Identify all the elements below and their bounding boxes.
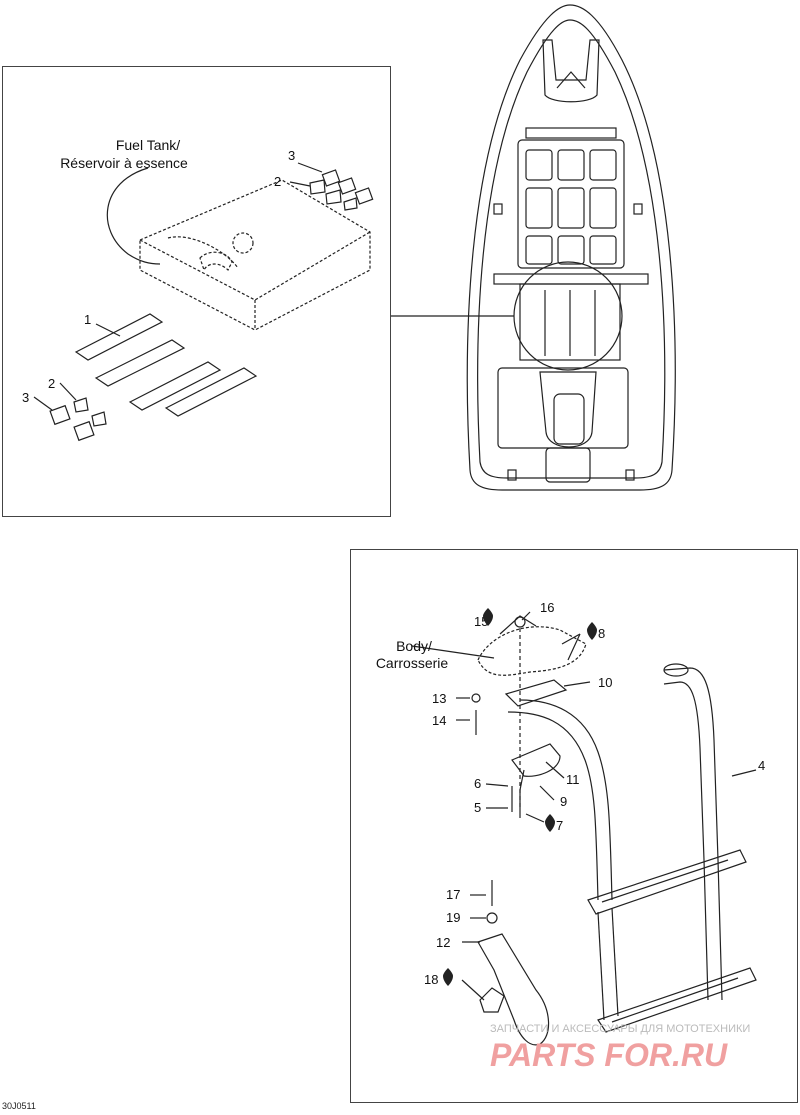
body-label-fr: Carrosserie (376, 655, 449, 671)
fasteners-top (33, 162, 374, 442)
callout-17: 17 (446, 887, 460, 902)
fuel-tank (139, 179, 371, 331)
callout-14: 14 (432, 713, 446, 728)
watermark-logo: PARTS FOR.RU (490, 1037, 728, 1073)
callout-2: 2 (48, 376, 55, 391)
watermark-text: ЗАПЧАСТИ И АКСЕССУАРЫ ДЛЯ МОТОТЕХНИКИ (490, 1023, 750, 1035)
leader-line (106, 167, 161, 265)
callout-9: 9 (560, 794, 567, 809)
boarding-ladder (411, 611, 757, 1046)
callout-8: 8 (598, 626, 605, 641)
callout-7: 7 (556, 818, 563, 833)
grease-drop-icon (483, 608, 493, 626)
watermark: ЗАПЧАСТИ И АКСЕССУАРЫ ДЛЯ МОТОТЕХНИКИ PA… (490, 1023, 750, 1073)
callout-6: 6 (474, 776, 481, 791)
body-label: Body/ (396, 638, 432, 654)
callout-16: 16 (540, 600, 554, 615)
grease-drop-icon (587, 622, 597, 640)
callout-5: 5 (474, 800, 481, 815)
foam-pads (74, 313, 258, 417)
grease-icons (443, 608, 597, 986)
boat-hull (466, 4, 676, 491)
boarding-ladder-detail-frame (350, 549, 798, 1103)
callout-13: 13 (432, 691, 446, 706)
callout-3: 3 (22, 390, 29, 405)
callout-10: 10 (598, 675, 612, 690)
grease-drop-icon (443, 968, 453, 986)
grease-drop-icon (545, 814, 555, 832)
callout-18: 18 (424, 972, 438, 987)
fuel-tank-label-fr: Réservoir à essence (60, 155, 188, 171)
callout-12: 12 (436, 935, 450, 950)
drawing-code: 30J0511 (2, 1101, 36, 1111)
callout-19: 19 (446, 910, 460, 925)
callout-11: 11 (566, 772, 580, 787)
callout-2: 2 (274, 174, 281, 189)
callout-1: 1 (84, 312, 91, 327)
fuel-tank-label: Fuel Tank/ (116, 137, 180, 153)
fuel-tank-detail-frame (2, 66, 391, 517)
callout-4: 4 (758, 758, 765, 773)
callout-3: 3 (288, 148, 295, 163)
